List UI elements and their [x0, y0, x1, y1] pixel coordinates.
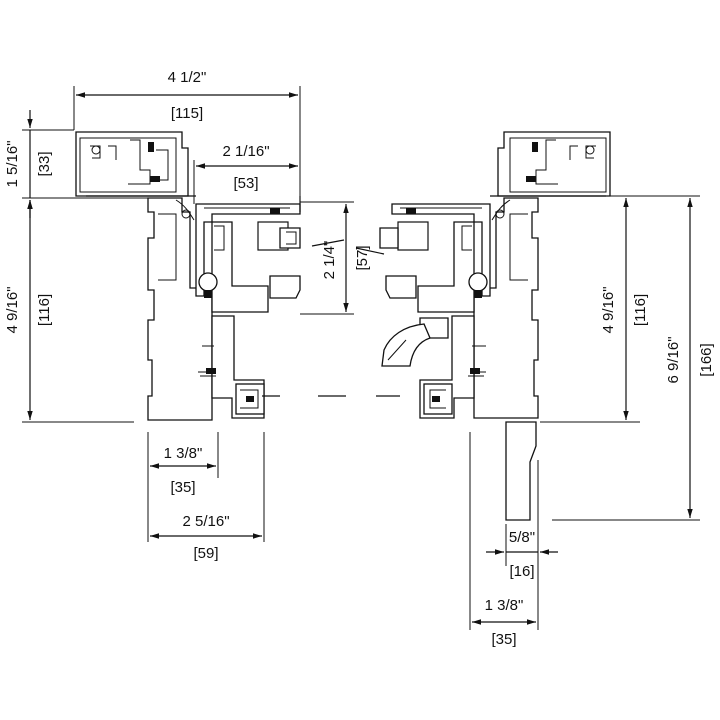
- dim-left-bottom-wide-mm: [59]: [193, 545, 218, 562]
- dimension-glass: 2 1/4" [57]: [300, 201, 385, 315]
- dim-left-bottom-wide-in: 2 5/16": [182, 513, 229, 530]
- dimension-glazing-width: 2 1/16" [53]: [193, 143, 298, 204]
- dimension-right-total: 6 9/16" [166]: [552, 198, 715, 521]
- dimension-right-height: 4 9/16" [116]: [540, 195, 700, 423]
- dim-right-total-mm: [166]: [698, 343, 715, 376]
- dim-left-bottom-small-mm: [35]: [170, 479, 195, 496]
- left-frame-profile: [75, 131, 301, 421]
- dim-glass-in: 2 1/4": [321, 241, 338, 280]
- dim-sill-wide-mm: [35]: [491, 631, 516, 648]
- dim-top-width-mm: [115]: [171, 105, 203, 122]
- dim-left-bottom-small-in: 1 3/8": [164, 445, 203, 462]
- dim-right-total-in: 6 9/16": [665, 336, 682, 383]
- dim-top-width-in: 4 1/2": [168, 69, 207, 86]
- dim-sill-wide-in: 1 3/8": [485, 597, 524, 614]
- dim-top-height-in: 1 5/16": [4, 140, 21, 187]
- dim-top-height-mm: [33]: [36, 151, 53, 176]
- dim-sill-small-in: 5/8": [509, 529, 535, 546]
- dim-glass-mm: [57]: [354, 245, 371, 270]
- dimension-left-bottom-small: 1 3/8" [35]: [147, 432, 219, 542]
- dim-left-height-in: 4 9/16": [4, 286, 21, 333]
- dim-sill-small-mm: [16]: [509, 563, 534, 580]
- dimension-left-height: 4 9/16" [116]: [4, 200, 134, 423]
- dim-left-height-mm: [116]: [36, 294, 53, 326]
- dim-right-height-in: 4 9/16": [600, 286, 617, 333]
- dim-glazing-width-mm: [53]: [233, 175, 258, 192]
- dimension-sill-wide: 1 3/8" [35]: [469, 432, 536, 648]
- right-frame-profile: [379, 131, 611, 521]
- dimension-top-height: 1 5/16" [33]: [4, 110, 148, 218]
- dimension-sill-small: 5/8" [16]: [486, 460, 558, 630]
- dimension-left-bottom-wide: 2 5/16" [59]: [150, 432, 265, 562]
- dimension-top-width: 4 1/2" [115]: [73, 69, 301, 200]
- dim-right-height-mm: [116]: [632, 294, 649, 326]
- dim-glazing-width-in: 2 1/16": [222, 143, 269, 160]
